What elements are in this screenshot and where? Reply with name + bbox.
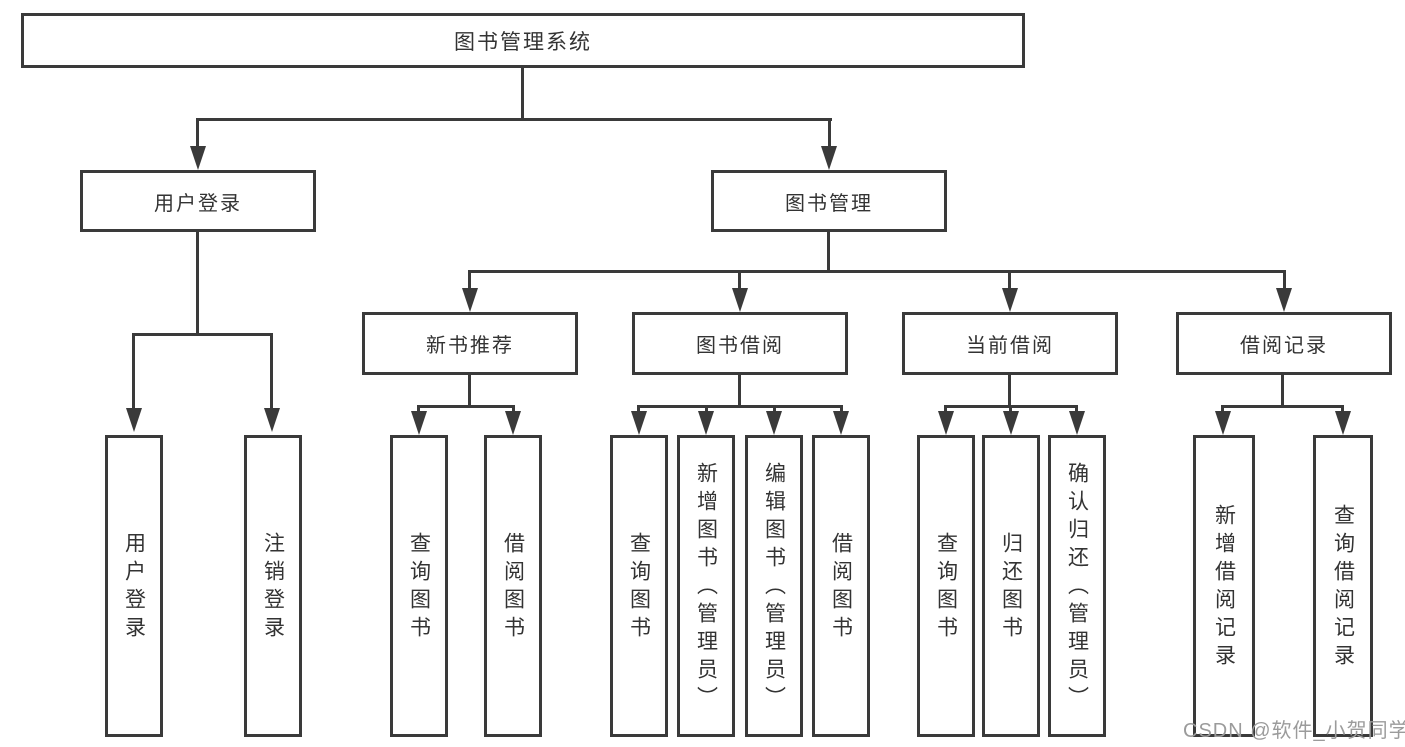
connector-line: [773, 405, 776, 415]
connector-line: [738, 375, 741, 407]
connector-line: [468, 270, 1286, 273]
node-new-book-recommend: 新书推荐: [362, 312, 578, 375]
connector-line: [637, 405, 843, 408]
connector-line: [944, 405, 947, 415]
connector-line: [1008, 375, 1011, 407]
arrow-down-icon: [1003, 411, 1019, 435]
arrow-down-icon: [821, 146, 837, 170]
connector-line: [196, 118, 199, 148]
leaf-return-books: 归还图书: [982, 435, 1040, 737]
node-user-login: 用户登录: [80, 170, 316, 232]
leaf-edit-books-admin: 编辑图书（管理员）: [745, 435, 803, 737]
connector-line: [637, 405, 640, 415]
arrow-down-icon: [766, 411, 782, 435]
arrow-down-icon: [833, 411, 849, 435]
leaf-logout: 注销登录: [244, 435, 302, 737]
arrow-down-icon: [126, 408, 142, 432]
arrow-down-icon: [505, 411, 521, 435]
connector-line: [512, 405, 515, 415]
connector-line: [521, 67, 524, 118]
arrow-down-icon: [1335, 411, 1351, 435]
connector-line: [270, 333, 273, 410]
connector-line: [417, 405, 515, 408]
connector-line: [828, 118, 831, 148]
connector-line: [468, 375, 471, 407]
connector-line: [1341, 405, 1344, 415]
leaf-add-borrow-record: 新增借阅记录: [1193, 435, 1255, 737]
leaf-query-books-rec: 查询图书: [390, 435, 448, 737]
connector-line: [132, 333, 273, 336]
node-current-borrowing: 当前借阅: [902, 312, 1118, 375]
node-book-management: 图书管理: [711, 170, 947, 232]
arrow-down-icon: [411, 411, 427, 435]
arrow-down-icon: [938, 411, 954, 435]
connector-line: [1281, 375, 1284, 407]
leaf-user-login: 用户登录: [105, 435, 163, 737]
connector-line: [1075, 405, 1078, 415]
leaf-borrow-books-rec: 借阅图书: [484, 435, 542, 737]
connector-line: [1283, 270, 1286, 290]
arrow-down-icon: [1069, 411, 1085, 435]
connector-line: [1221, 405, 1224, 415]
connector-line: [132, 333, 135, 410]
arrow-down-icon: [1276, 288, 1292, 312]
connector-line: [468, 270, 471, 290]
connector-line: [705, 405, 708, 415]
arrow-down-icon: [190, 146, 206, 170]
arrow-down-icon: [631, 411, 647, 435]
arrow-down-icon: [698, 411, 714, 435]
node-library-management-system: 图书管理系统: [21, 13, 1025, 68]
connector-line: [738, 270, 741, 290]
leaf-confirm-return-admin: 确认归还（管理员）: [1048, 435, 1106, 737]
connector-line: [840, 405, 843, 415]
arrow-down-icon: [462, 288, 478, 312]
arrow-down-icon: [264, 408, 280, 432]
leaf-add-books-admin: 新增图书（管理员）: [677, 435, 735, 737]
csdn-watermark: CSDN @软件_小贺同学: [1183, 720, 1405, 742]
leaf-query-borrow-record: 查询借阅记录: [1313, 435, 1373, 737]
connector-line: [827, 232, 830, 270]
node-borrowing-records: 借阅记录: [1176, 312, 1392, 375]
connector-line: [1221, 405, 1344, 408]
arrow-down-icon: [732, 288, 748, 312]
connector-line: [196, 232, 199, 333]
arrow-down-icon: [1002, 288, 1018, 312]
leaf-query-books: 查询图书: [610, 435, 668, 737]
leaf-query-books-current: 查询图书: [917, 435, 975, 737]
connector-line: [417, 405, 420, 415]
connector-line: [196, 118, 832, 121]
leaf-borrow-books: 借阅图书: [812, 435, 870, 737]
connector-line: [1008, 270, 1011, 290]
arrow-down-icon: [1215, 411, 1231, 435]
connector-line: [1009, 405, 1012, 415]
node-book-borrowing: 图书借阅: [632, 312, 848, 375]
